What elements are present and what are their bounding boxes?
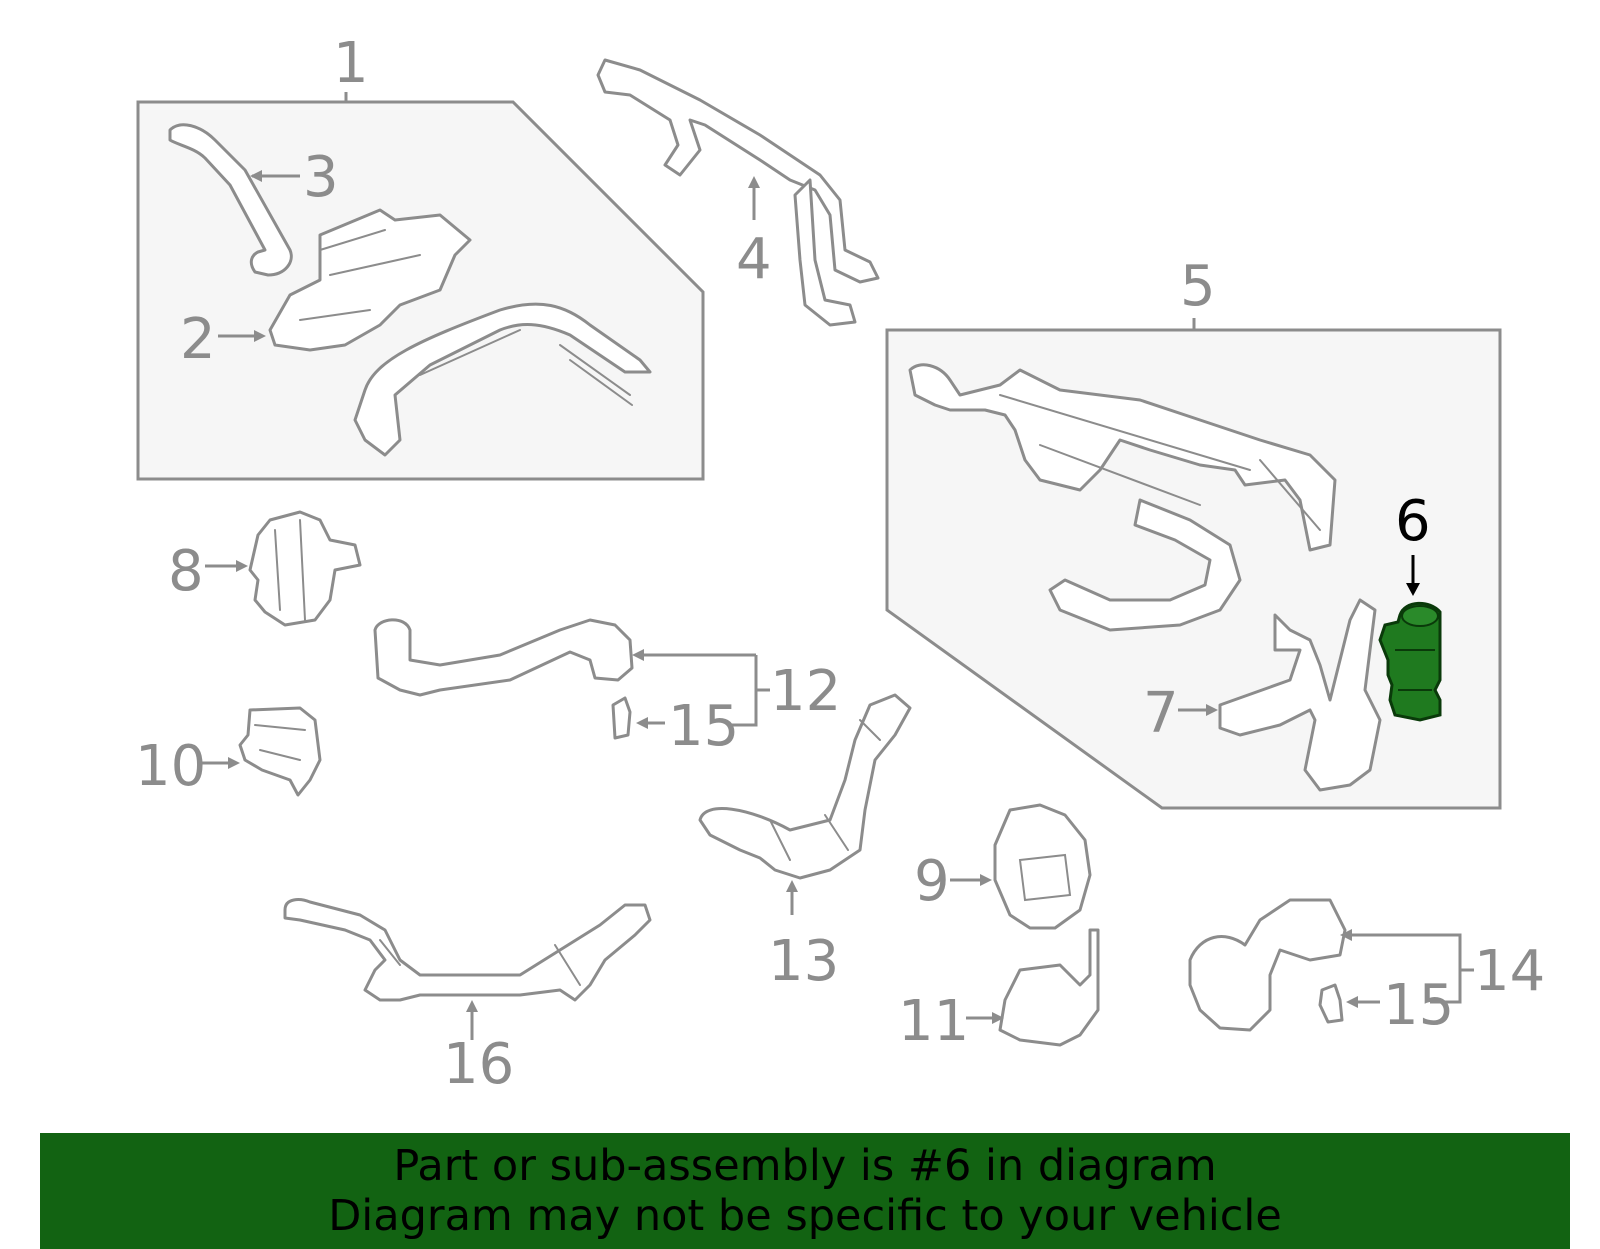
- callout-16[interactable]: 16: [443, 1032, 514, 1097]
- part-14-hose[interactable]: [1188, 898, 1347, 1032]
- callout-15-right[interactable]: 15: [1383, 973, 1454, 1038]
- part-13-hose[interactable]: [698, 693, 912, 880]
- callout-8[interactable]: 8: [168, 539, 204, 604]
- callout-14[interactable]: 14: [1474, 939, 1545, 1004]
- callout-9[interactable]: 9: [914, 849, 950, 914]
- part-5-hoses[interactable]: [908, 363, 1337, 632]
- callout-5[interactable]: 5: [1180, 254, 1216, 319]
- callout-7[interactable]: 7: [1143, 681, 1179, 746]
- callout-11[interactable]: 11: [898, 989, 969, 1054]
- callout-4[interactable]: 4: [736, 227, 772, 292]
- part-12-hose[interactable]: [373, 618, 634, 697]
- callout-13[interactable]: 13: [768, 929, 839, 994]
- part-2-bracket[interactable]: [268, 208, 472, 352]
- callout-12[interactable]: 12: [770, 659, 841, 724]
- part-4-hose[interactable]: [596, 58, 880, 327]
- part-9-pump[interactable]: [993, 803, 1092, 930]
- callout-10[interactable]: 10: [135, 734, 206, 799]
- part-15-clip-left[interactable]: [611, 696, 632, 740]
- info-banner: Part or sub-assembly is #6 in diagram Di…: [40, 1133, 1570, 1249]
- banner-line-1: Part or sub-assembly is #6 in diagram: [393, 1141, 1217, 1191]
- callout-3[interactable]: 3: [303, 145, 339, 210]
- callout-2[interactable]: 2: [180, 307, 216, 372]
- callout-1[interactable]: 1: [333, 31, 369, 96]
- banner-line-2: Diagram may not be specific to your vehi…: [328, 1191, 1282, 1241]
- part-1-pipes[interactable]: [353, 302, 652, 457]
- callout-6[interactable]: 6: [1395, 489, 1431, 554]
- part-11-bracket[interactable]: [998, 928, 1100, 1047]
- part-15-clip-right[interactable]: [1318, 983, 1344, 1024]
- part-8-pump[interactable]: [248, 510, 362, 627]
- part-3-hose[interactable]: [168, 123, 293, 277]
- callout-15-left[interactable]: 15: [668, 694, 739, 759]
- part-16-pipe[interactable]: [283, 898, 652, 1002]
- part-10-bracket[interactable]: [238, 706, 322, 797]
- part-7-bracket[interactable]: [1218, 598, 1382, 792]
- part-6-highlighted[interactable]: [1378, 601, 1442, 722]
